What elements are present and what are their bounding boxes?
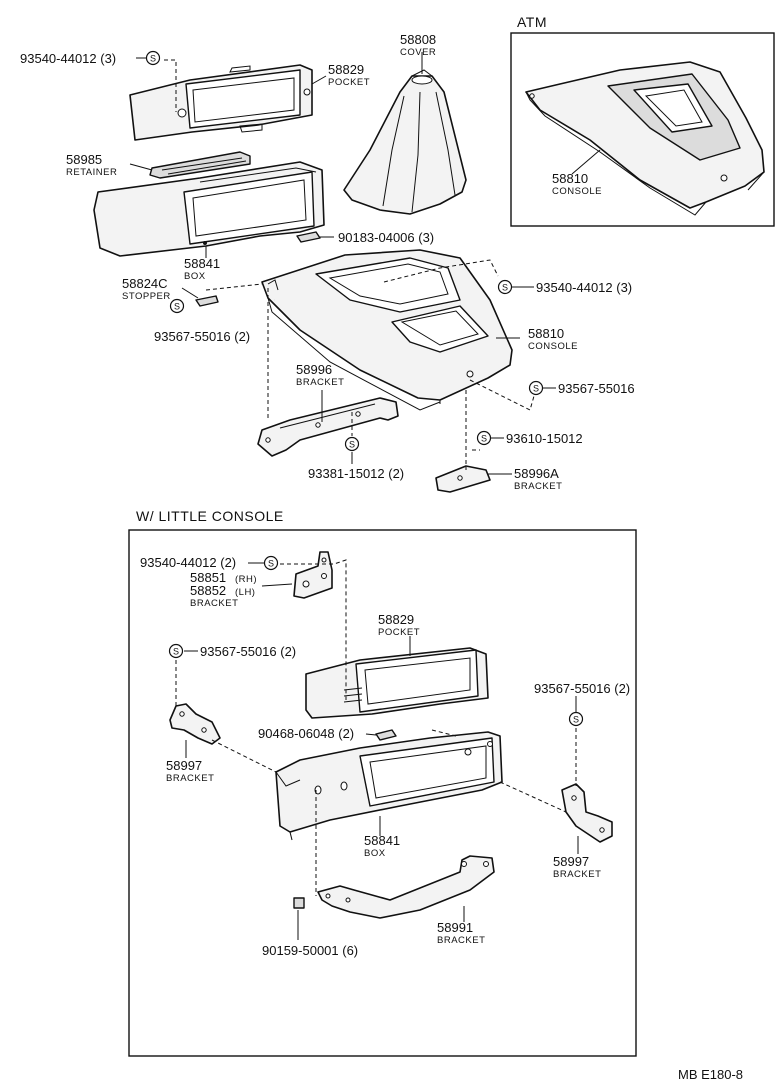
label-93610: 93610-15012 — [506, 431, 583, 446]
clip-90468 — [375, 729, 397, 741]
label-58810-name: CONSOLE — [528, 341, 578, 352]
label-58996-name: BRACKET — [296, 377, 344, 388]
label-93381: 93381-15012 (2) — [308, 466, 404, 481]
screw-symbol-93567-top-a: S — [169, 298, 185, 314]
console-58810 — [261, 249, 513, 411]
label-58991-name: BRACKET — [437, 935, 485, 946]
svg-text:S: S — [573, 715, 579, 725]
label-93540-44012-little: 93540-44012 (2) — [140, 555, 236, 570]
label-93567-55016-right: 93567-55016 — [558, 381, 635, 396]
bolt-90159 — [293, 897, 305, 909]
box-58841-little — [275, 731, 503, 841]
screw-symbol-93540-top: S — [145, 50, 161, 66]
label-93540-44012-right: 93540-44012 (3) — [536, 280, 632, 295]
screw-symbol-93610: S — [476, 430, 492, 446]
label-58997-right-name: BRACKET — [553, 869, 601, 880]
label-58829-top-num: 58829 — [328, 62, 364, 77]
label-58851-num: 58851 — [190, 570, 226, 585]
screw-symbol-93567-little-right: S — [568, 711, 584, 727]
label-58829-little-name: POCKET — [378, 627, 420, 638]
clip-90183 — [296, 231, 321, 243]
svg-text:S: S — [349, 440, 355, 450]
leader-lines-little — [184, 562, 579, 940]
label-58991-num: 58991 — [437, 920, 473, 935]
retainer-58985 — [149, 151, 251, 179]
screw-symbol-93540-little: S — [263, 555, 279, 571]
svg-text:S: S — [174, 302, 180, 312]
atm-console-58810 — [525, 61, 765, 216]
label-58841-little-name: BOX — [364, 848, 386, 859]
bracket-58997-left — [169, 703, 221, 745]
bracket-58997-right — [561, 783, 613, 843]
label-58824c-name: STOPPER — [122, 291, 171, 302]
label-90159: 90159-50001 (6) — [262, 943, 358, 958]
label-58997-left-num: 58997 — [166, 758, 202, 773]
screw-symbol-93567-top-b: S — [528, 380, 544, 396]
svg-text:S: S — [173, 647, 179, 657]
label-93567-55016-little-right: 93567-55016 (2) — [534, 681, 630, 696]
bracket-58851-58852 — [293, 551, 333, 599]
label-58841-top-num: 58841 — [184, 256, 220, 271]
label-90468: 90468-06048 (2) — [258, 726, 354, 741]
label-atm-58810-name: CONSOLE — [552, 186, 602, 197]
label-58851-name: BRACKET — [190, 598, 238, 609]
little-console-frame — [128, 529, 637, 1057]
box-58841-top — [93, 161, 325, 257]
atm-frame — [510, 32, 775, 227]
bracket-58996 — [257, 397, 399, 457]
label-58852-side: (LH) — [235, 587, 255, 598]
shift-cover-58808 — [343, 69, 467, 215]
svg-text:S: S — [150, 54, 156, 64]
label-58996a-num: 58996A — [514, 466, 559, 481]
label-58841-little-num: 58841 — [364, 833, 400, 848]
label-58808-name: COVER — [400, 47, 436, 58]
label-93567-55016-top: 93567-55016 (2) — [154, 329, 250, 344]
label-90183: 90183-04006 (3) — [338, 230, 434, 245]
label-58829-little-num: 58829 — [378, 612, 414, 627]
screw-symbol-93540-right: S — [497, 279, 513, 295]
bracket-58991 — [317, 855, 495, 919]
screw-symbol-93381: S — [344, 436, 360, 452]
diagram-code: MB E180-8 — [678, 1067, 743, 1082]
svg-text:S: S — [481, 434, 487, 444]
pocket-58829-top — [129, 64, 313, 141]
pocket-58829-little — [305, 647, 489, 719]
svg-text:S: S — [268, 559, 274, 569]
little-console-section-title: W/ LITTLE CONSOLE — [136, 508, 284, 524]
svg-text:S: S — [533, 384, 539, 394]
atm-section-title: ATM — [517, 14, 547, 30]
label-58810-num: 58810 — [528, 326, 564, 341]
label-58997-right-num: 58997 — [553, 854, 589, 869]
screw-symbol-93567-little-left: S — [168, 643, 184, 659]
label-58996a-name: BRACKET — [514, 481, 562, 492]
label-58852-num: 58852 — [190, 583, 226, 598]
label-58829-top-name: POCKET — [328, 77, 370, 88]
label-atm-58810-num: 58810 — [552, 171, 588, 186]
label-58841-top-name: BOX — [184, 271, 206, 282]
bracket-58996a — [435, 465, 491, 493]
label-93567-55016-little-left: 93567-55016 (2) — [200, 644, 296, 659]
assembly-lines-little — [175, 559, 577, 896]
label-58808-num: 58808 — [400, 32, 436, 47]
assembly-lines-top — [164, 59, 535, 470]
label-58985-name: RETAINER — [66, 167, 117, 178]
leader-lines-top — [129, 52, 556, 475]
stopper-58824c — [195, 295, 219, 307]
label-58985-num: 58985 — [66, 152, 102, 167]
label-93540-44012-top: 93540-44012 (3) — [20, 51, 116, 66]
svg-text:S: S — [502, 283, 508, 293]
leader-atm-console — [571, 149, 601, 175]
label-58997-left-name: BRACKET — [166, 773, 214, 784]
label-58996-num: 58996 — [296, 362, 332, 377]
label-58851-side: (RH) — [235, 574, 257, 585]
label-58824c-num: 58824C — [122, 276, 168, 291]
